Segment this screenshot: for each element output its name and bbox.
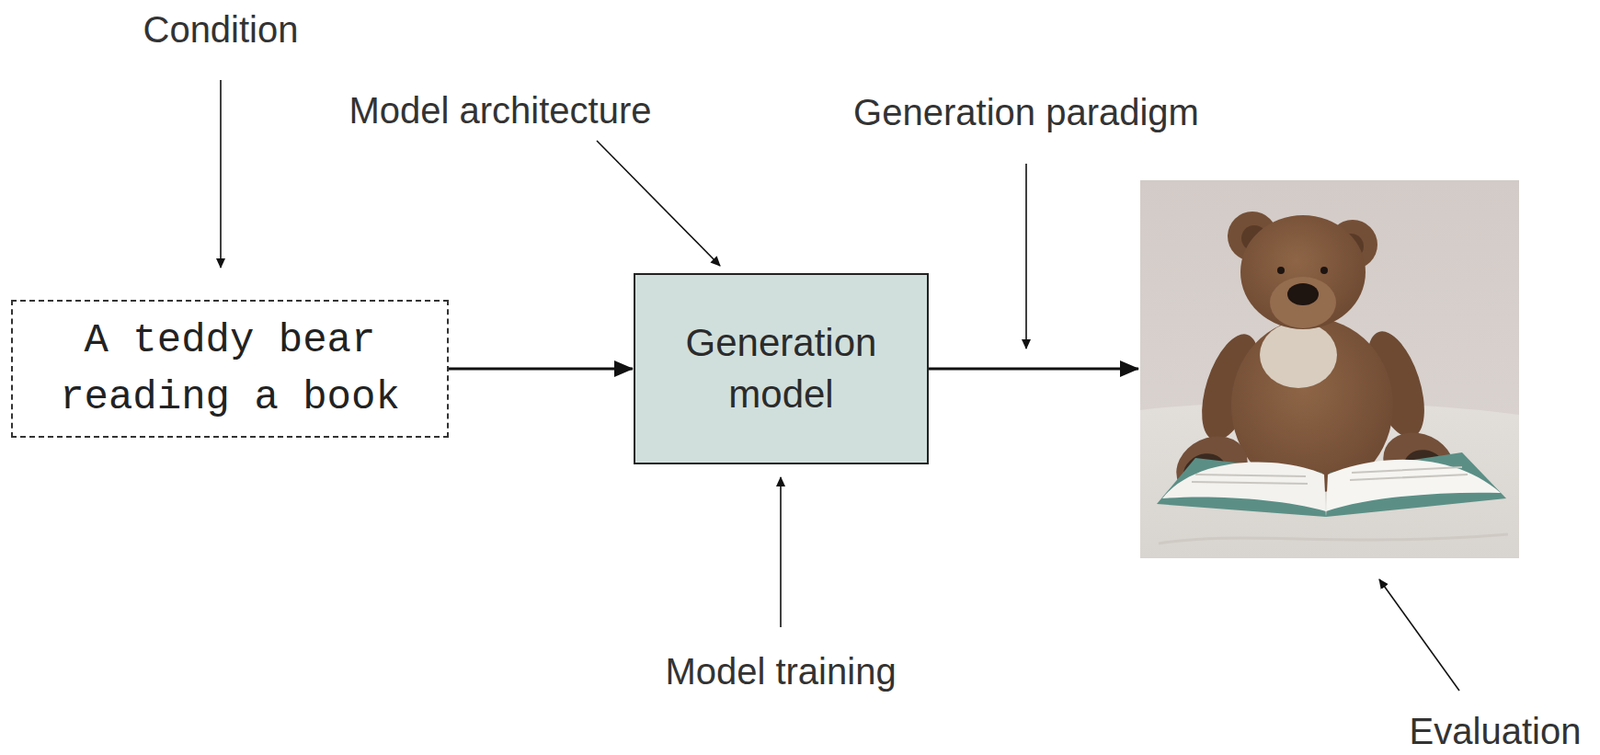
leader-arrow [779, 477, 782, 628]
prompt-box: A teddy bear reading a book [11, 299, 449, 438]
flow-arrow [448, 367, 633, 371]
leader-arrow [1025, 163, 1028, 349]
output-arrow [927, 367, 1139, 371]
leader-arrow [219, 80, 222, 268]
text-stack: A teddy bear reading a book [31, 311, 429, 426]
stage-label: Condition [142, 8, 298, 51]
node-text: Generation model [651, 317, 911, 421]
leader-arrow [596, 140, 720, 266]
text-stack: Generation model [651, 317, 911, 421]
generated-image [1140, 180, 1520, 559]
stage-label: Generation paradigm [853, 91, 1200, 134]
process-box: Generation model [633, 273, 929, 465]
stage-label: Model training [664, 650, 896, 693]
stage-label: Model architecture [348, 89, 652, 132]
leader-arrow [1379, 579, 1460, 691]
node-text: A teddy bear reading a book [31, 311, 429, 426]
stage-label: Evaluation [1409, 709, 1582, 753]
